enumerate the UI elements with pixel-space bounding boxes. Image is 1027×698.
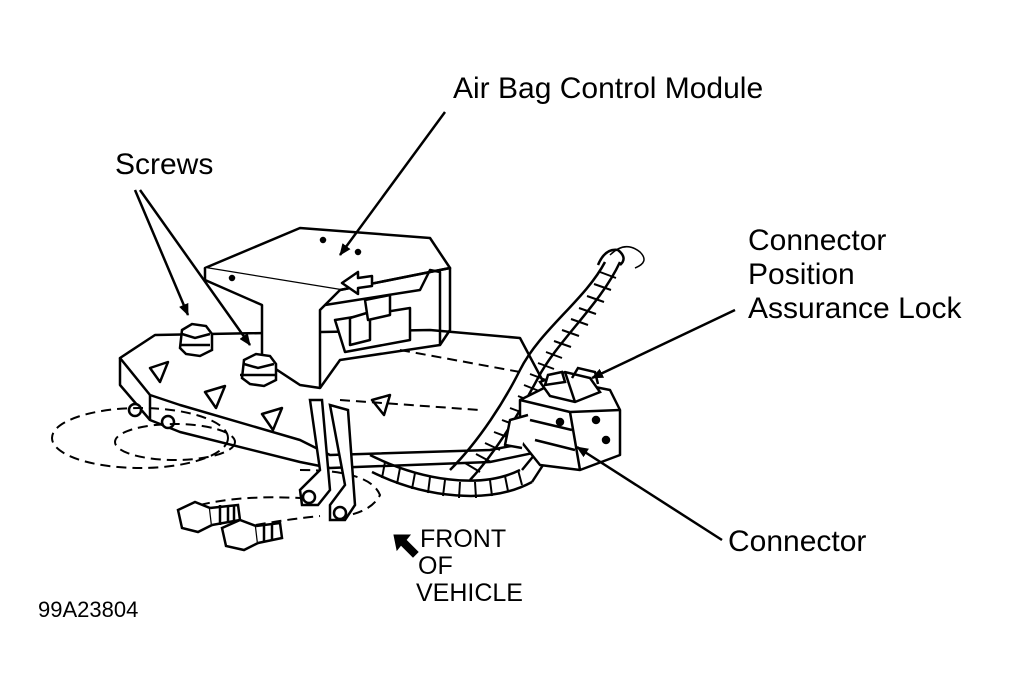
arrow-connector bbox=[576, 445, 723, 542]
screw-heads bbox=[178, 322, 278, 388]
arrow-screw-left bbox=[133, 189, 190, 316]
label-front-line1: FRONT bbox=[420, 525, 507, 553]
dashed-assembly-lines bbox=[51, 349, 521, 529]
arrow-airbag-module bbox=[338, 111, 447, 256]
label-front-line3: VEHICLE bbox=[416, 579, 523, 607]
label-cpa-lock-line2: Position bbox=[748, 258, 855, 291]
wiring-harness bbox=[369, 246, 645, 499]
leader-arrows bbox=[133, 111, 736, 542]
label-screws: Screws bbox=[115, 148, 214, 181]
label-cpa-lock-line3: Assurance Lock bbox=[748, 292, 962, 325]
label-airbag-control-module: Air Bag Control Module bbox=[453, 72, 764, 105]
ground-straps bbox=[298, 398, 357, 522]
cpa-lock bbox=[538, 366, 602, 404]
front-arrow-icon bbox=[393, 534, 419, 558]
label-connector: Connector bbox=[728, 525, 867, 558]
label-cpa-lock-line1: Connector bbox=[748, 224, 887, 257]
label-front-line2: OF bbox=[418, 552, 453, 580]
arrow-cpa-lock bbox=[591, 308, 736, 380]
figure-id: 99A23804 bbox=[38, 597, 139, 622]
mounting-bracket bbox=[118, 328, 597, 470]
loose-bolts bbox=[176, 500, 284, 552]
airbag-control-module bbox=[203, 226, 452, 390]
arrow-screw-right bbox=[138, 189, 252, 346]
connector-body bbox=[503, 378, 622, 472]
